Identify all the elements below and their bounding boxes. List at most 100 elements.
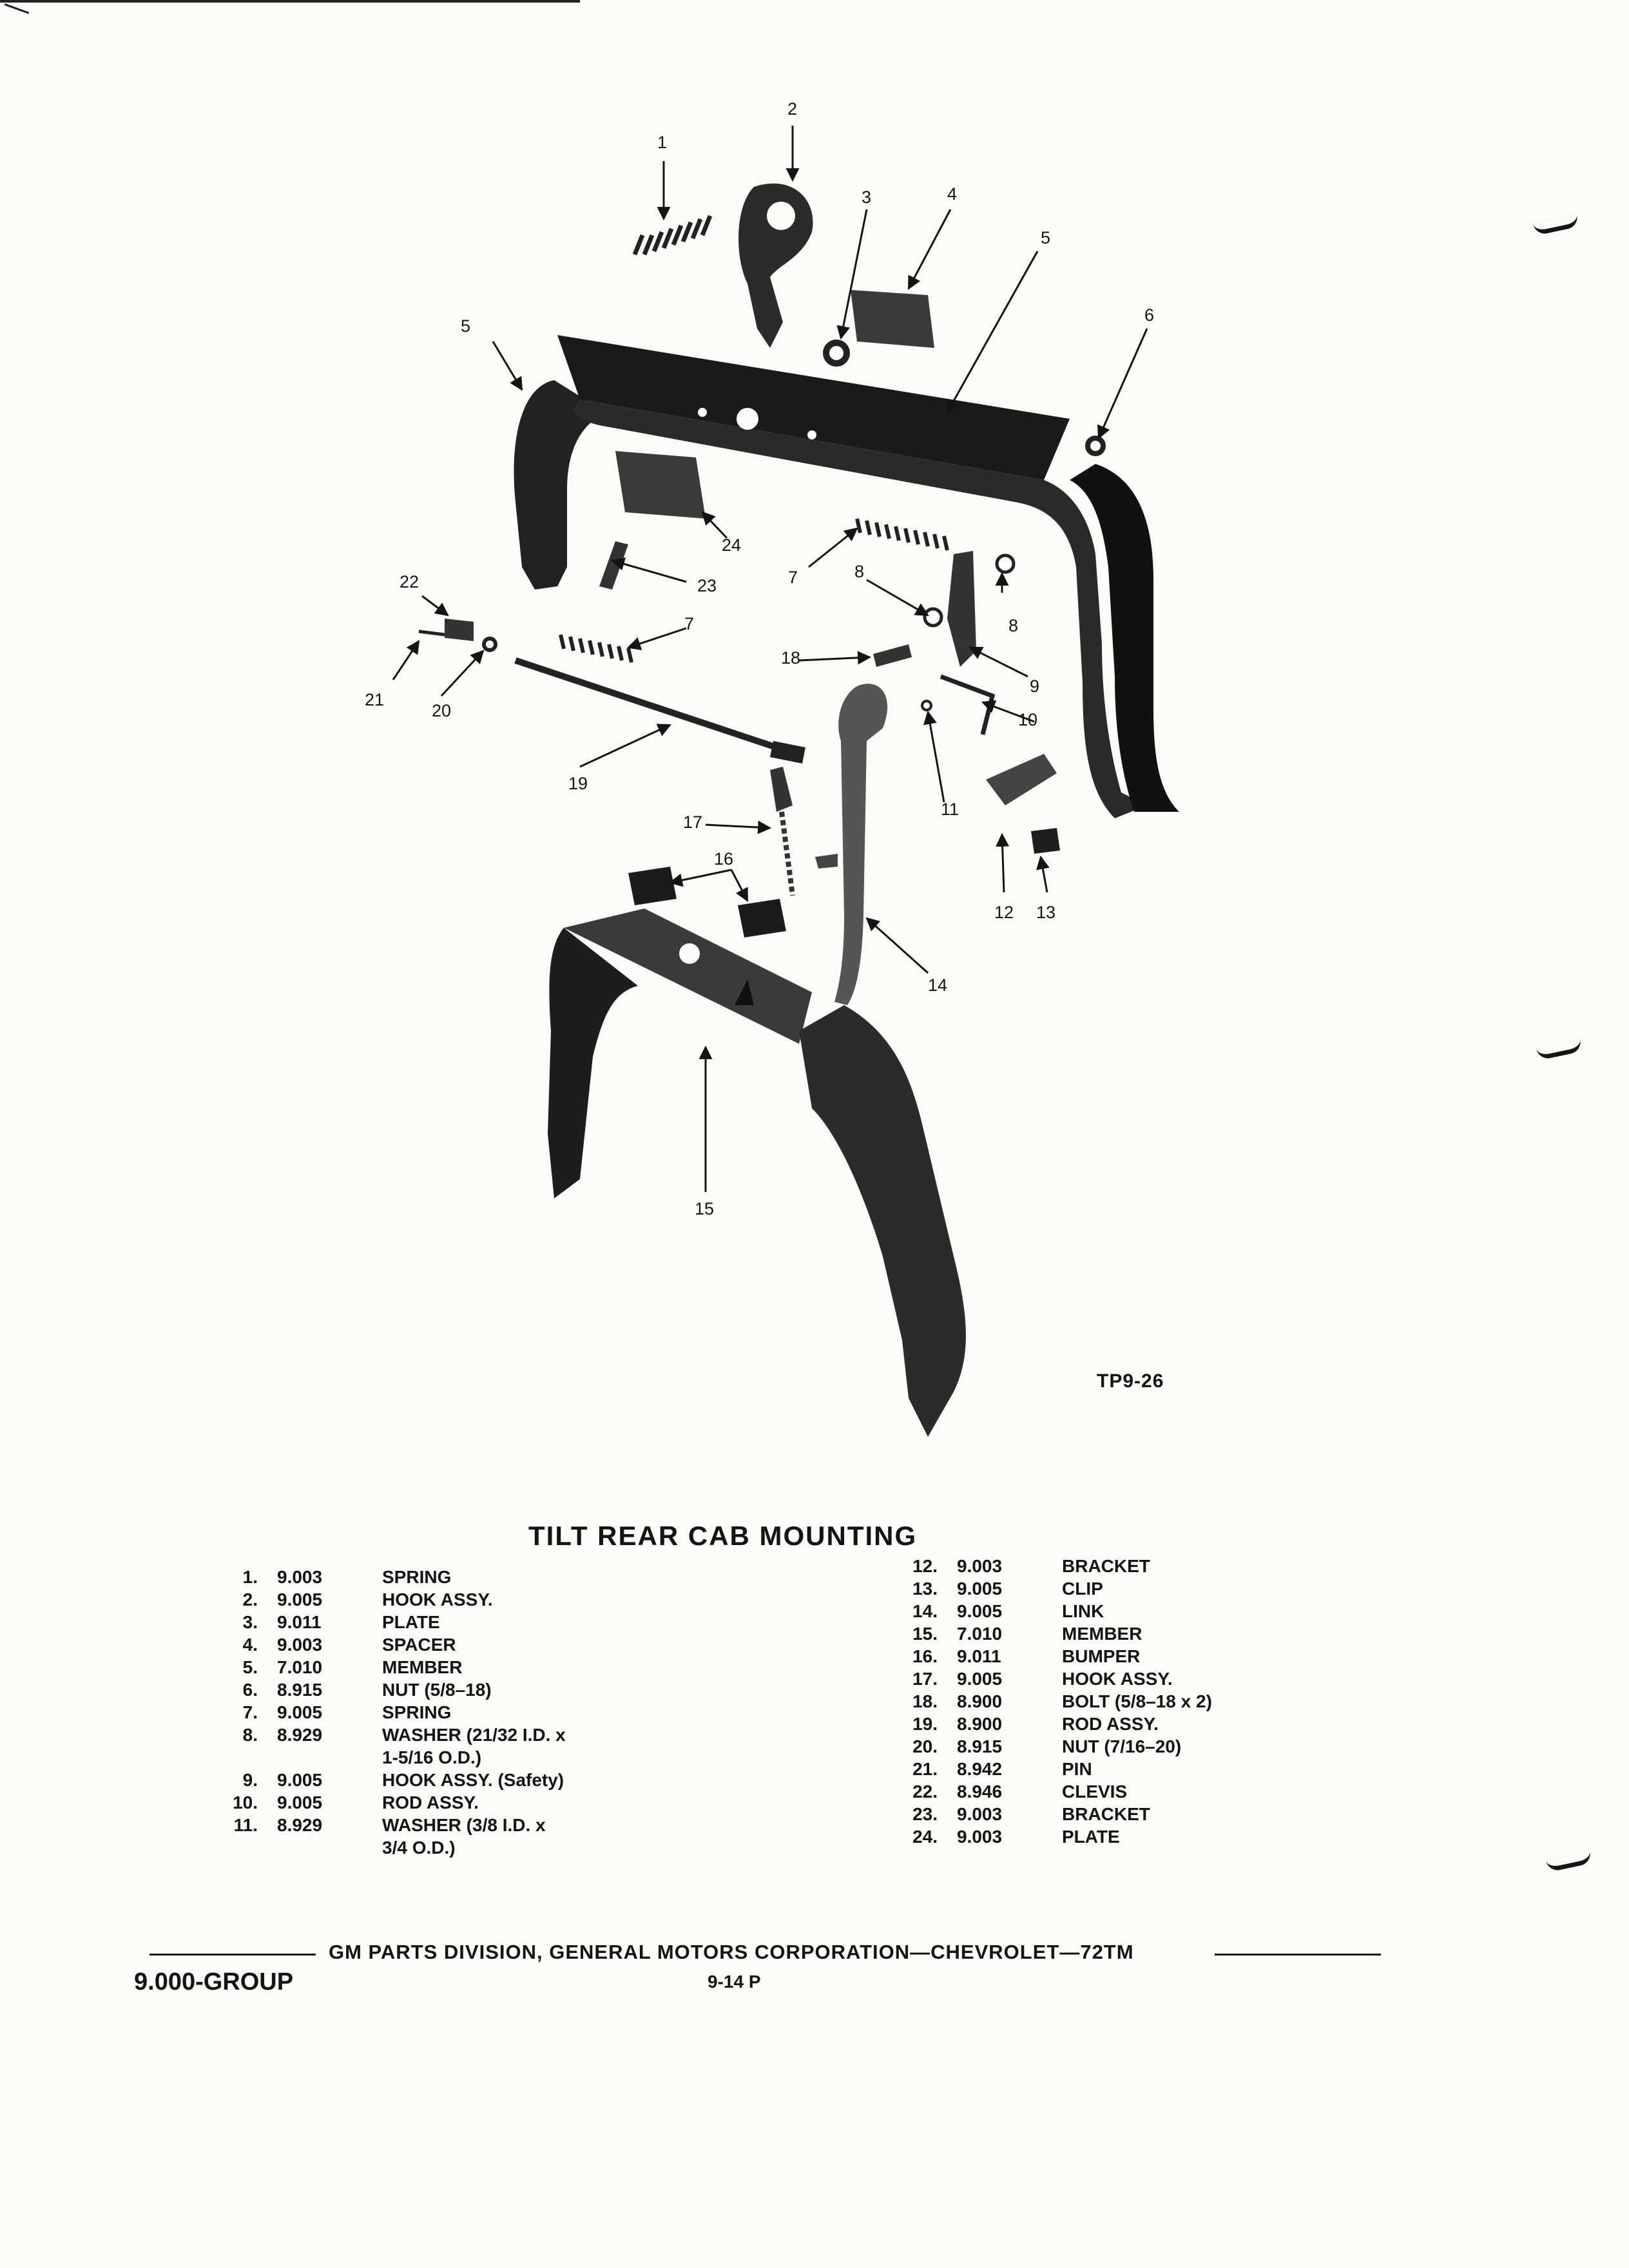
bumper-part-16-right bbox=[738, 899, 786, 937]
bracket-part-23 bbox=[599, 541, 628, 590]
spring-part-7-lower bbox=[559, 634, 633, 663]
part-number: 3. bbox=[242, 1612, 258, 1632]
bumper-part-16-left bbox=[628, 867, 677, 905]
washer-part-8-right bbox=[995, 553, 1016, 574]
callout-label: 11 bbox=[941, 800, 959, 819]
part-number: 19. bbox=[912, 1714, 938, 1734]
group-code: 9.003 bbox=[957, 1827, 1003, 1847]
part-number: 22. bbox=[912, 1782, 938, 1802]
safety-hook-part-9 bbox=[947, 551, 976, 667]
part-number: 6. bbox=[242, 1680, 258, 1700]
clip-part-13 bbox=[1031, 828, 1060, 854]
rod-assembly-part-19 bbox=[514, 657, 787, 754]
plate-part-4 bbox=[851, 290, 934, 348]
part-description: BOLT (5/8–18 x 2) bbox=[1062, 1691, 1212, 1711]
rod-clevis-end bbox=[770, 741, 805, 764]
rear-cab-member-upper bbox=[514, 335, 1179, 818]
group-code: 9.003 bbox=[957, 1804, 1003, 1824]
group-code: 8.942 bbox=[957, 1759, 1003, 1779]
part-number: 24. bbox=[912, 1827, 938, 1847]
spacer bbox=[213, 1836, 258, 1859]
part-number: 10. bbox=[233, 1792, 258, 1812]
callout-label: 19 bbox=[568, 774, 588, 793]
callout-label: 24 bbox=[722, 535, 741, 555]
callout-label: 5 bbox=[1041, 228, 1050, 247]
callout-label: 1 bbox=[657, 133, 667, 152]
spring-part-7-upper bbox=[855, 518, 949, 551]
callout-label: 23 bbox=[697, 576, 717, 595]
link-tab bbox=[815, 854, 838, 869]
group-code: 9.003 bbox=[957, 1556, 1003, 1576]
part-number: 14. bbox=[912, 1601, 938, 1621]
part-description: CLEVIS bbox=[1062, 1782, 1128, 1802]
parts-list-row: 22. 8.946 CLEVIS bbox=[892, 1780, 1358, 1803]
binder-hole-mark bbox=[1545, 1850, 1593, 1873]
pin-part-21 bbox=[418, 629, 445, 637]
callout-label: 17 bbox=[683, 812, 702, 832]
part-number: 1. bbox=[242, 1567, 258, 1587]
part-description: WASHER (3/8 I.D. x bbox=[382, 1815, 546, 1835]
part-description: HOOK ASSY. (Safety) bbox=[382, 1770, 564, 1790]
callout-label: 12 bbox=[994, 903, 1014, 922]
rear-cab-member-lower bbox=[548, 908, 966, 1437]
group-code: 8.915 bbox=[277, 1680, 323, 1700]
bracket-part-12 bbox=[986, 754, 1057, 805]
callout-label: 9 bbox=[1030, 677, 1039, 696]
part-description: WASHER (21/32 I.D. x bbox=[382, 1725, 566, 1745]
group-code: 9.005 bbox=[277, 1770, 323, 1790]
group-code: 9.003 bbox=[277, 1567, 323, 1587]
part-number: 18. bbox=[912, 1691, 938, 1711]
group-code: 8.946 bbox=[957, 1782, 1003, 1802]
spring-part-1 bbox=[632, 215, 713, 256]
group-code: 7.010 bbox=[957, 1624, 1003, 1644]
part-number: 8. bbox=[242, 1725, 258, 1745]
group-code: 8.915 bbox=[957, 1736, 1003, 1756]
parts-list-row-continuation: 3/4 O.D.) bbox=[213, 1836, 679, 1859]
callout-label: 4 bbox=[947, 184, 957, 204]
spacer bbox=[213, 1746, 258, 1769]
part-description: ROD ASSY. bbox=[1062, 1714, 1159, 1734]
part-number: 15. bbox=[912, 1624, 938, 1644]
callout-label: 8 bbox=[1008, 616, 1018, 635]
callout-label: 14 bbox=[928, 975, 947, 995]
spacer-part-3 bbox=[823, 340, 850, 367]
group-code: 9.005 bbox=[957, 1669, 1003, 1689]
footer-rule-right bbox=[1215, 1954, 1381, 1956]
group-code: 9.011 bbox=[277, 1612, 322, 1632]
part-number: 21. bbox=[912, 1759, 938, 1779]
chain-part-17 bbox=[779, 811, 795, 896]
callout-label: 16 bbox=[714, 849, 733, 869]
parts-list-row: 21. 8.942 PIN bbox=[892, 1758, 1358, 1780]
part-number: 2. bbox=[242, 1590, 258, 1610]
part-description: MEMBER bbox=[382, 1657, 463, 1677]
part-number: 5. bbox=[242, 1657, 258, 1677]
link-part-14 bbox=[834, 684, 888, 1005]
clevis-part-22 bbox=[445, 619, 474, 641]
callout-label: 21 bbox=[365, 690, 384, 709]
nut-part-6 bbox=[1085, 436, 1106, 456]
part-number: 16. bbox=[912, 1646, 938, 1666]
part-description: PIN bbox=[1062, 1759, 1092, 1779]
footer-rule-left bbox=[149, 1954, 316, 1956]
callout-label: 6 bbox=[1144, 305, 1154, 325]
group-code: 8.900 bbox=[957, 1691, 1003, 1711]
footer-credit: GM PARTS DIVISION, GENERAL MOTORS CORPOR… bbox=[329, 1941, 1134, 1963]
spacer bbox=[258, 1746, 377, 1769]
part-description: CLIP bbox=[1062, 1579, 1103, 1599]
part-description: SPACER bbox=[382, 1635, 456, 1655]
part-description: BUMPER bbox=[1062, 1646, 1141, 1666]
group-code: 9.003 bbox=[277, 1635, 323, 1655]
part-description: BRACKET bbox=[1062, 1556, 1150, 1576]
